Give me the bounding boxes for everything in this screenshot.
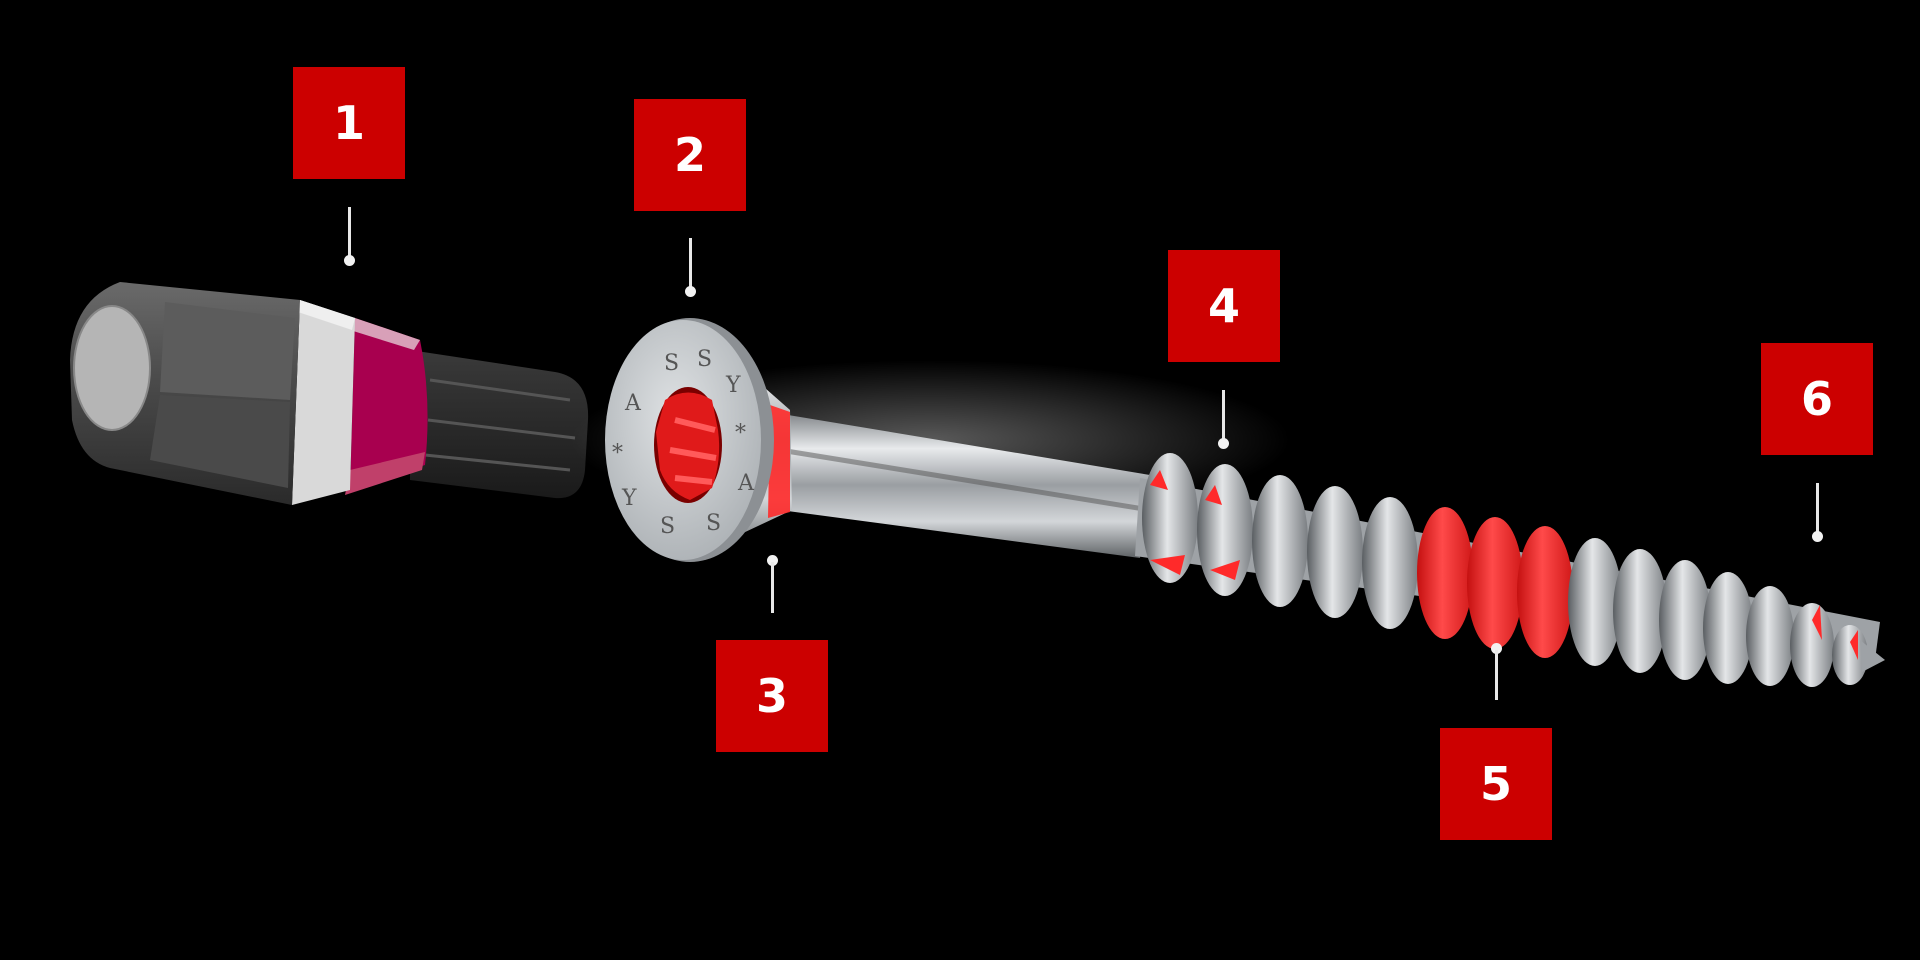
leader-line-3	[771, 562, 774, 613]
leader-dot-1	[344, 255, 355, 266]
screw-head: S S Y * A S S Y * A	[605, 318, 792, 562]
head-mark: Y	[621, 486, 637, 511]
thread-discs	[1142, 453, 1885, 687]
head-mark: S	[664, 351, 679, 376]
head-mark: A	[737, 471, 755, 496]
callout-1[interactable]: 1	[293, 67, 405, 179]
head-mark: *	[735, 421, 746, 446]
leader-dot-2	[685, 286, 696, 297]
callout-5[interactable]: 5	[1440, 728, 1552, 840]
leader-dot-4	[1218, 438, 1229, 449]
head-mark: A	[624, 391, 642, 416]
callout-2[interactable]: 2	[634, 99, 746, 211]
callout-6[interactable]: 6	[1761, 343, 1873, 455]
head-mark: S	[697, 347, 712, 372]
leader-line-1	[348, 207, 351, 257]
head-mark: *	[612, 441, 623, 466]
drive-bit	[70, 282, 589, 505]
leader-dot-3	[767, 555, 778, 566]
callout-3[interactable]: 3	[716, 640, 828, 752]
head-mark: Y	[725, 373, 741, 398]
screw-shank	[765, 412, 1151, 558]
leader-dot-5	[1491, 643, 1502, 654]
leader-line-6	[1816, 483, 1819, 533]
callout-4[interactable]: 4	[1168, 250, 1280, 362]
head-mark: S	[706, 511, 721, 536]
leader-line-2	[689, 238, 692, 288]
leader-line-5	[1495, 650, 1498, 700]
leader-line-4	[1222, 390, 1225, 440]
head-mark: S	[660, 514, 675, 539]
leader-dot-6	[1812, 531, 1823, 542]
